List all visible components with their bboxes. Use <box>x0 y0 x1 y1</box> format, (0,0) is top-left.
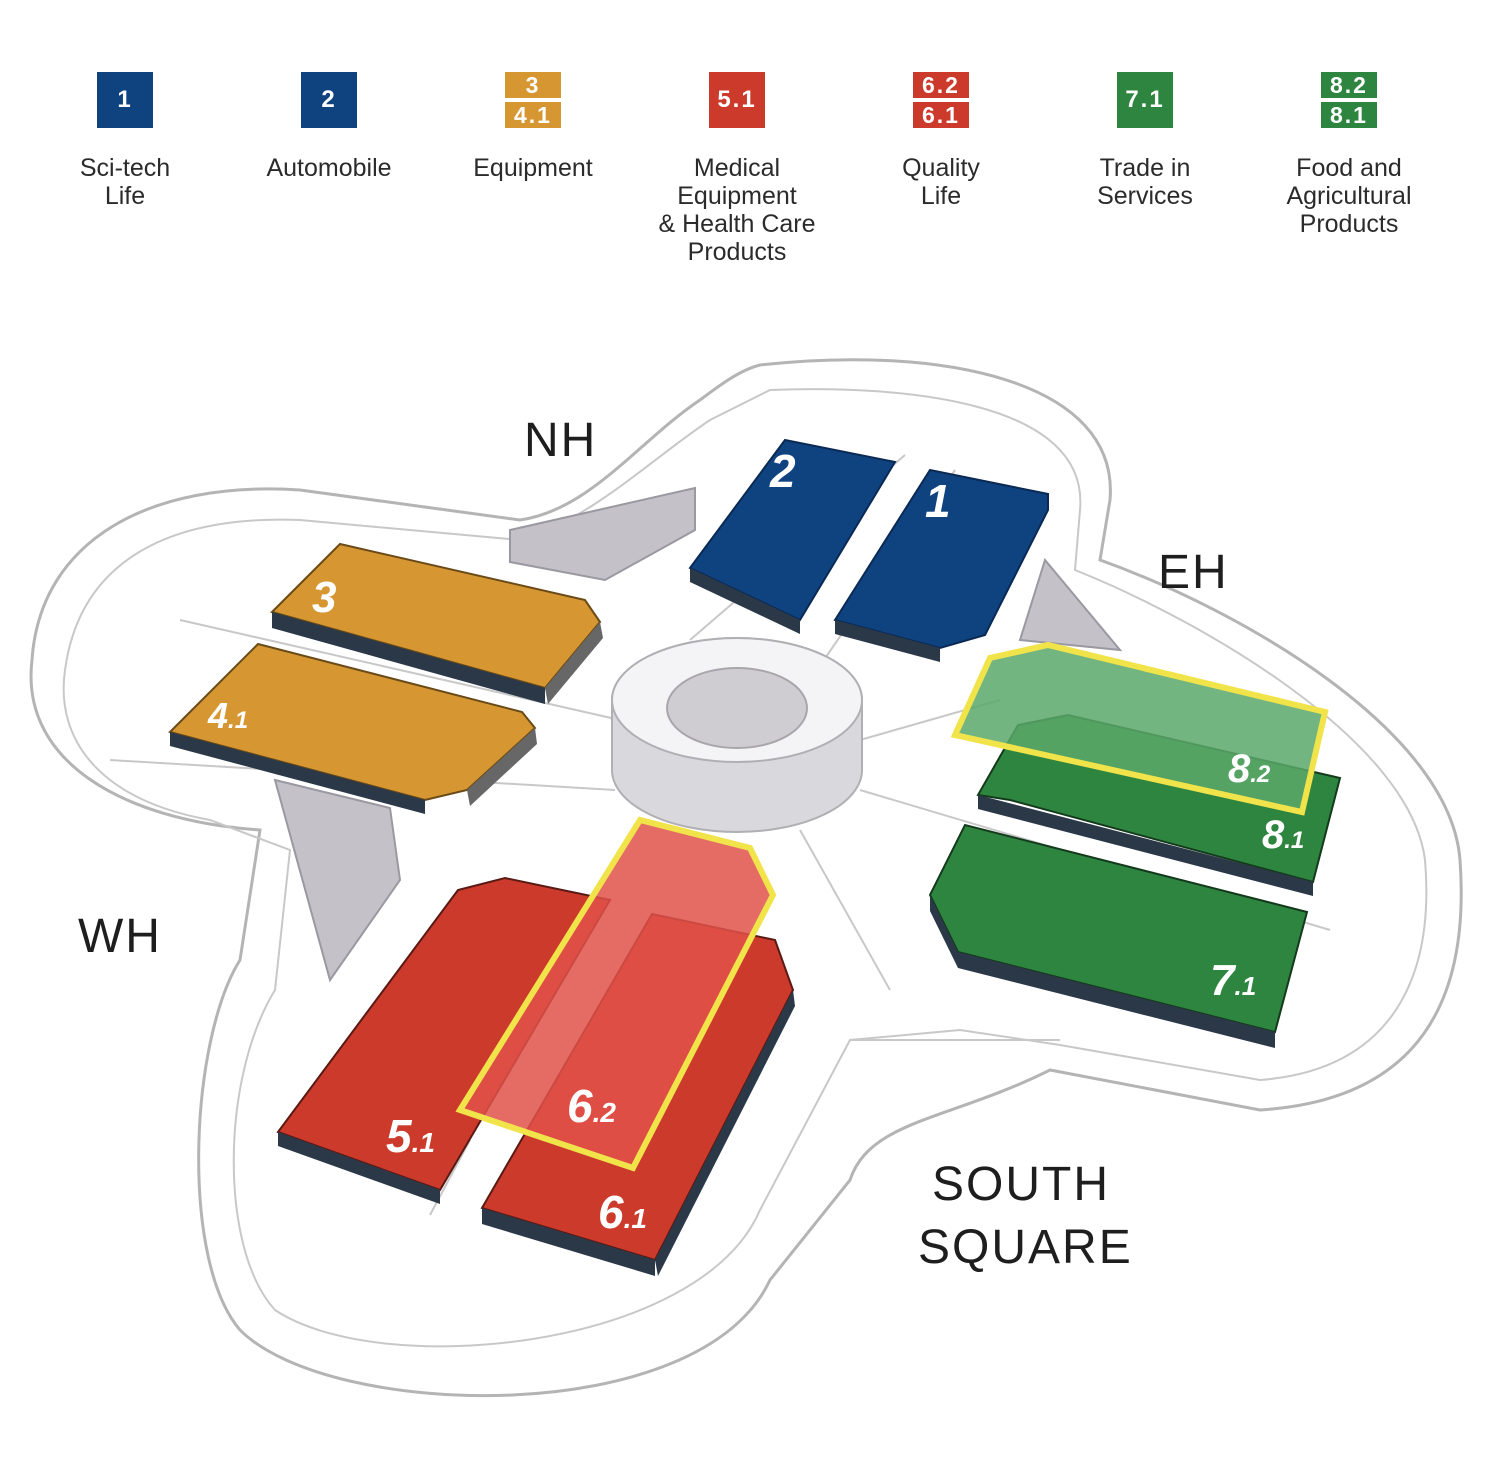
legend-item-quality-life: 6.2 6.1 Quality Life <box>841 72 1041 210</box>
hall-4-1[interactable]: 4.1 <box>168 642 537 814</box>
legend-label: Quality Life <box>902 154 980 210</box>
hall-6-1-number: 6.1 <box>598 1186 647 1238</box>
badge-text-top: 6.2 <box>913 72 969 98</box>
connectors <box>273 486 1123 983</box>
legend-badge-2: 2 <box>301 72 357 128</box>
legend-badge-1: 1 <box>97 72 153 128</box>
legend-label: Trade in Services <box>1097 154 1193 210</box>
area-label-east: EH <box>1158 546 1229 599</box>
badge-text: 1 <box>117 86 133 113</box>
legend-item-food-agricultural: 8.2 8.1 Food and Agricultural Products <box>1249 72 1449 238</box>
legend-item-medical: 5.1 Medical Equipment & Health Care Prod… <box>637 72 837 266</box>
badge-text-bottom: 6.1 <box>913 102 969 128</box>
legend-badge-8-2-8-1: 8.2 8.1 <box>1321 72 1377 128</box>
legend-label: Food and Agricultural Products <box>1286 154 1412 238</box>
legend-item-automobile: 2 Automobile <box>229 72 429 182</box>
hall-3-number: 3 <box>312 573 336 622</box>
hall-8-2[interactable]: 8.2 <box>950 641 1329 816</box>
legend-badge-7-1: 7.1 <box>1117 72 1173 128</box>
area-label-north: NH <box>524 414 597 467</box>
badge-text-top: 8.2 <box>1321 72 1377 98</box>
hall-1-number: 1 <box>925 475 951 527</box>
legend-item-sci-tech-life: 1 Sci-tech Life <box>25 72 225 210</box>
legend-label: Medical Equipment & Health Care Products <box>658 154 816 266</box>
badge-text-bottom: 8.1 <box>1321 102 1377 128</box>
hall-7-1-number: 7.1 <box>1210 956 1256 1005</box>
legend: 1 Sci-tech Life 2 Automobile 3 4.1 Equip… <box>0 0 1500 300</box>
legend-badge-3-4-1: 3 4.1 <box>505 72 561 128</box>
area-label-south-line1: SOUTH <box>932 1158 1110 1211</box>
legend-badge-5-1: 5.1 <box>709 72 765 128</box>
area-label-south-line2: SQUARE <box>918 1221 1133 1274</box>
badge-text-bottom: 4.1 <box>505 102 561 128</box>
badge-text: 5.1 <box>717 86 757 113</box>
legend-label: Automobile <box>266 154 392 182</box>
legend-label: Equipment <box>473 154 593 182</box>
venue-inner-outline <box>62 388 1428 1348</box>
center-hub <box>611 637 863 833</box>
hall-5-1[interactable]: 5.1 <box>276 876 612 1204</box>
legend-item-equipment: 3 4.1 Equipment <box>433 72 633 182</box>
hall-2[interactable]: 2 <box>688 438 897 634</box>
hall-8-1-number: 8.1 <box>1262 813 1304 857</box>
hall-2-number: 2 <box>769 445 796 497</box>
hall-5-1-number: 5.1 <box>386 1110 435 1162</box>
hall-4-1-number: 4.1 <box>207 695 248 736</box>
hall-7-1[interactable]: 7.1 <box>928 823 1309 1048</box>
badge-text: 7.1 <box>1125 86 1165 113</box>
hall-3[interactable]: 3 <box>270 542 603 704</box>
area-label-west: WH <box>78 910 162 963</box>
legend-badge-6-2-6-1: 6.2 6.1 <box>913 72 969 128</box>
legend-label: Sci-tech Life <box>79 154 171 210</box>
hall-8-2-number: 8.2 <box>1228 747 1271 791</box>
badge-text-top: 3 <box>505 72 561 98</box>
legend-item-trade-in-services: 7.1 Trade in Services <box>1045 72 1245 210</box>
hall-6-2[interactable]: 6.2 <box>455 816 777 1172</box>
badge-text: 2 <box>321 86 337 113</box>
hall-1[interactable]: 1 <box>833 468 1049 662</box>
hall-6-2-number: 6.2 <box>567 1080 616 1132</box>
